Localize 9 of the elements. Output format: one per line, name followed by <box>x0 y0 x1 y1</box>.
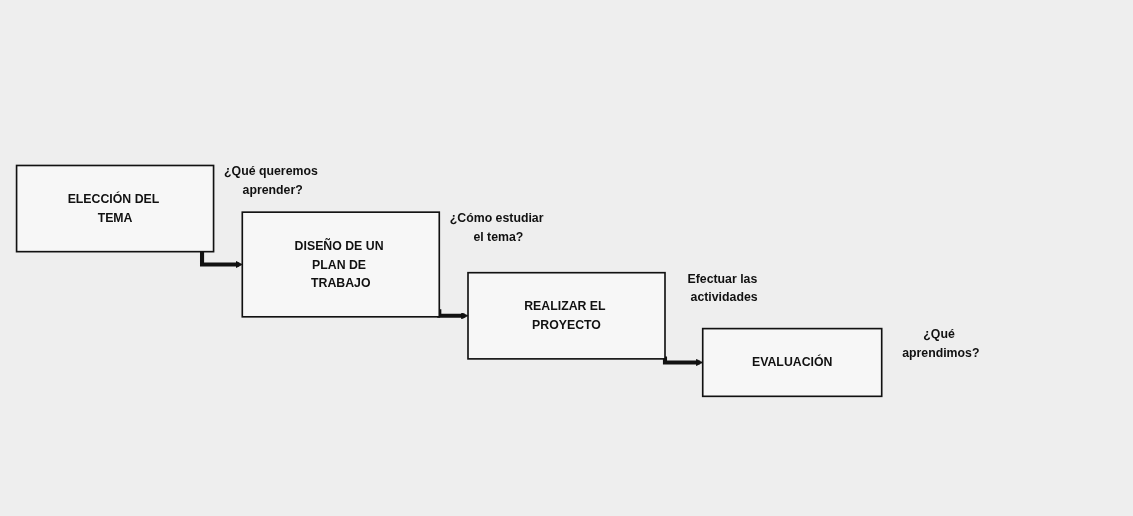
arrow <box>200 252 243 269</box>
node-label: Efectuar las actividades <box>687 271 758 304</box>
node-label: ¿Qué aprendimos? <box>902 327 980 360</box>
node-box: DISEÑO DE UN PLAN DE TRABAJO <box>241 211 441 319</box>
node-box: EVALUACIÓN <box>701 328 883 398</box>
node-label: ¿Qué queremos aprender? <box>224 164 318 197</box>
node-box: REALIZAR EL PROYECTO <box>467 272 666 361</box>
node-label: ¿Cómo estudiar el tema? <box>449 210 544 244</box>
node-box: ELECCIÓN DEL TEMA <box>15 165 215 253</box>
